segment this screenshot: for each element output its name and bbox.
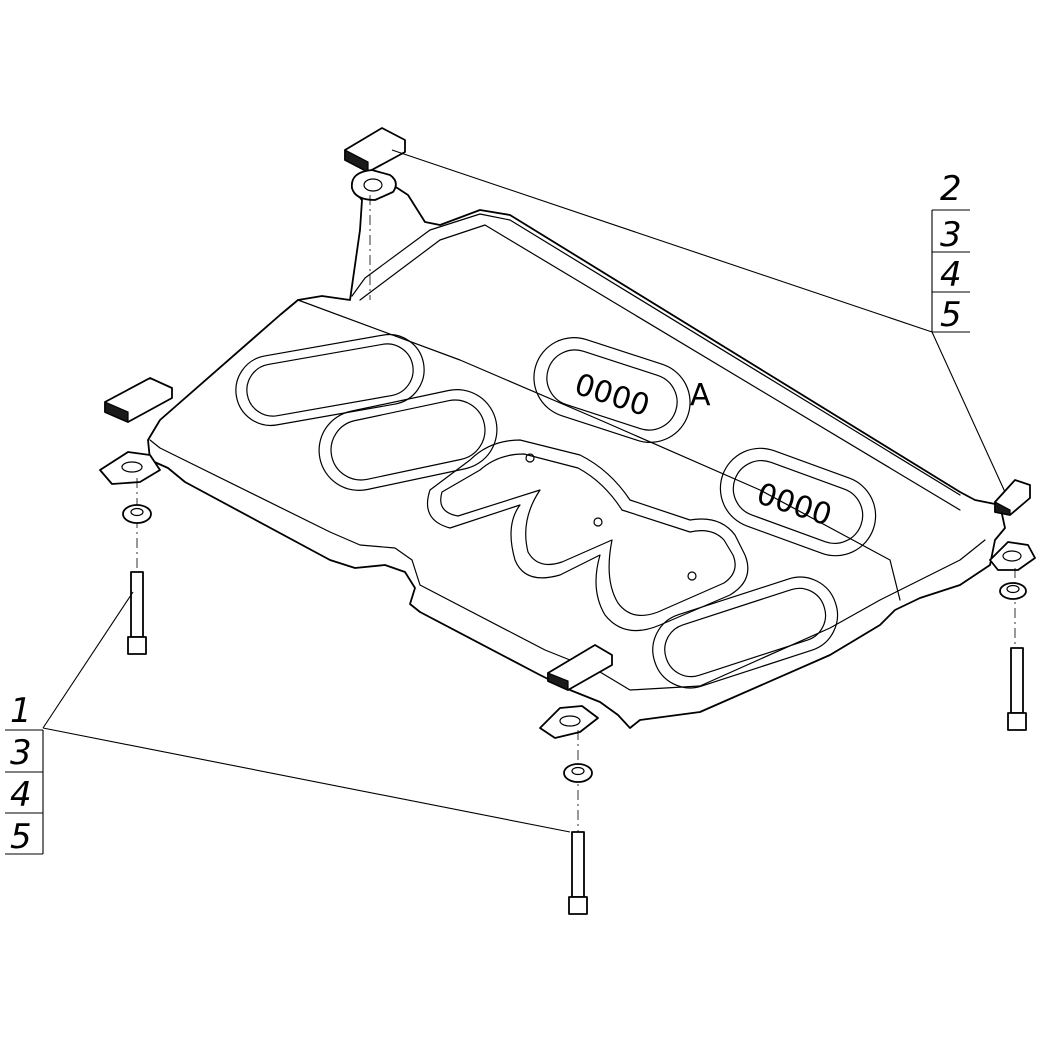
- callout-number: 5: [940, 295, 962, 335]
- callout-number: 3: [940, 215, 962, 255]
- callout-number: 2: [940, 169, 962, 209]
- stiffener-serpentine-inner: [440, 453, 736, 617]
- plate-outline: [147, 175, 1006, 729]
- stiffener-3: [533, 337, 691, 443]
- leader-lines: [42, 149, 1006, 833]
- stiffener-5: [652, 576, 839, 689]
- body-ridge-line: [297, 299, 901, 601]
- callout-stack-top-right: 2 3 4 5: [931, 169, 970, 335]
- plate-hole: [687, 571, 697, 581]
- callout-number: 4: [940, 255, 962, 295]
- callout-number: 4: [10, 775, 32, 815]
- callout-number: 5: [10, 817, 32, 857]
- callout-number: 3: [10, 733, 32, 773]
- plate-hole: [525, 453, 535, 463]
- rear-fold-line-2: [359, 224, 961, 511]
- washer-right: [999, 582, 1027, 600]
- stiffener-4: [719, 447, 877, 557]
- plate-hole: [593, 517, 603, 527]
- stamp-letter: A: [690, 378, 711, 413]
- washer-left: [122, 504, 152, 524]
- bolt-left: [127, 571, 147, 655]
- skid-plate: 0000 0000 A: [147, 175, 1006, 729]
- left-side-bracket: [99, 377, 173, 485]
- callout-number: 1: [10, 691, 32, 731]
- stiffener-2: [318, 389, 498, 491]
- front-center-bracket: [539, 644, 613, 739]
- rear-fold-line: [351, 213, 961, 496]
- washer-center: [563, 763, 593, 783]
- bolt-right: [1007, 647, 1027, 731]
- right-side-bracket: [989, 479, 1036, 571]
- bolt-center: [568, 831, 588, 915]
- stiffener-1: [235, 333, 425, 427]
- callout-stack-bottom-left: 1 3 4 5: [5, 691, 44, 857]
- stiffener-serpentine-outer: [426, 439, 749, 632]
- rear-left-bracket: [344, 127, 406, 201]
